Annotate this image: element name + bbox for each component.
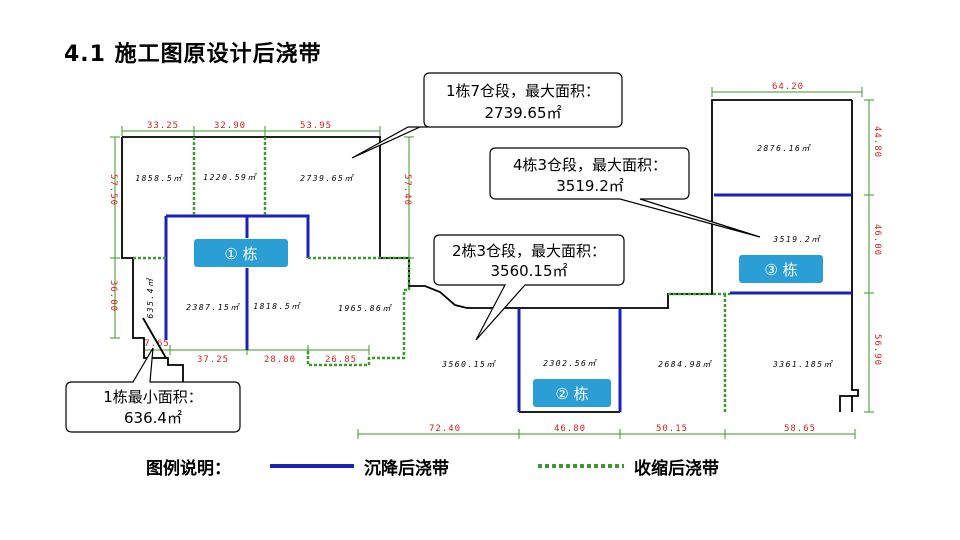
callout-3-line-1: 2栋3仓段，最大面积： bbox=[452, 242, 606, 260]
callout-1: 1栋7仓段，最大面积： 2739.65㎡ bbox=[351, 72, 623, 159]
dim-left-upper: 57.50 bbox=[108, 174, 118, 206]
building-badge-2: ② 栋 bbox=[533, 379, 611, 407]
page-title: 4.1 施工图原设计后浇带 bbox=[64, 42, 322, 67]
dimension-lines bbox=[110, 87, 874, 439]
dim-right-1: 44.80 bbox=[872, 126, 882, 158]
dimension-labels: 33.25 32.90 53.95 64.20 57.50 36.00 57.4… bbox=[108, 82, 882, 434]
dim-bottom-3: 50.15 bbox=[656, 424, 688, 434]
building-badge-1: ① 栋 bbox=[194, 239, 288, 267]
area-a6: 1818.5㎡ bbox=[253, 302, 301, 311]
area-a3: 2739.65㎡ bbox=[300, 174, 354, 183]
legend: 图例说明： 沉降后浇带 收缩后浇带 bbox=[146, 458, 719, 479]
callout-2: 4栋3仓段，最大面积： 3519.2㎡ bbox=[489, 147, 761, 238]
dim-bottom-2: 46.80 bbox=[554, 424, 586, 434]
area-a13: 3519.2㎡ bbox=[772, 235, 821, 244]
area-a8: 3560.15㎡ bbox=[441, 360, 496, 369]
dim-right-3: 56.90 bbox=[872, 334, 882, 366]
dim-top-2: 32.90 bbox=[214, 121, 246, 131]
dim-bottom-4: 58.65 bbox=[784, 424, 816, 434]
dim-lower-4: 26.85 bbox=[325, 355, 357, 365]
dim-left-lower: 36.00 bbox=[108, 280, 118, 312]
area-a10: 2684.98㎡ bbox=[658, 360, 712, 369]
callout-4: 1栋最小面积： 636.4㎡ bbox=[65, 347, 241, 433]
dim-top-right: 64.20 bbox=[772, 82, 804, 92]
callout-1-line-2: 2739.65㎡ bbox=[484, 104, 561, 122]
area-labels: 1858.5㎡ 1220.59㎡ 2739.65㎡ 635.4㎡ 2387.15… bbox=[135, 144, 834, 369]
area-a11: 3361.185㎡ bbox=[772, 360, 834, 369]
area-a2: 1220.59㎡ bbox=[203, 173, 257, 182]
badge-3-label: ③ 栋 bbox=[764, 261, 797, 279]
shrink-strips bbox=[133, 137, 730, 412]
settlement-strips bbox=[164, 193, 852, 412]
callout-3-line-2: 3560.15㎡ bbox=[490, 262, 567, 280]
dim-mid-vertical: 57.40 bbox=[402, 174, 412, 206]
legend-shrink-text: 收缩后浇带 bbox=[634, 458, 719, 479]
dim-bottom-1: 72.40 bbox=[429, 424, 461, 434]
dim-lower-3: 28.80 bbox=[264, 355, 296, 365]
dim-lower-1: 7.65 bbox=[144, 339, 170, 349]
callout-2-line-1: 4栋3仓段，最大面积： bbox=[513, 156, 667, 174]
dim-top-1: 33.25 bbox=[147, 121, 179, 131]
area-a4: 635.4㎡ bbox=[146, 277, 155, 319]
legend-label: 图例说明： bbox=[146, 458, 231, 479]
callout-4-line-1: 1栋最小面积： bbox=[103, 388, 203, 406]
callout-4-line-2: 636.4㎡ bbox=[124, 409, 182, 427]
area-a5: 2387.15㎡ bbox=[186, 303, 240, 312]
dim-top-3: 53.95 bbox=[300, 121, 332, 131]
badge-2-label: ② 栋 bbox=[555, 385, 588, 403]
area-a9: 2302.56㎡ bbox=[543, 359, 597, 368]
area-a1: 1858.5㎡ bbox=[135, 174, 183, 183]
dim-lower-2: 37.25 bbox=[197, 355, 229, 365]
area-a7: 1965.86㎡ bbox=[338, 304, 392, 313]
legend-settlement-text: 沉降后浇带 bbox=[364, 458, 449, 479]
dim-right-2: 46.00 bbox=[872, 224, 882, 256]
callout-3: 2栋3仓段，最大面积： 3560.15㎡ bbox=[433, 234, 625, 341]
area-a12: 2876.16㎡ bbox=[757, 144, 811, 153]
building-badge-3: ③ 栋 bbox=[739, 255, 823, 283]
badge-1-label: ① 栋 bbox=[224, 245, 257, 263]
callout-1-line-1: 1栋7仓段，最大面积： bbox=[446, 82, 600, 100]
callout-2-line-2: 3519.2㎡ bbox=[556, 177, 624, 195]
